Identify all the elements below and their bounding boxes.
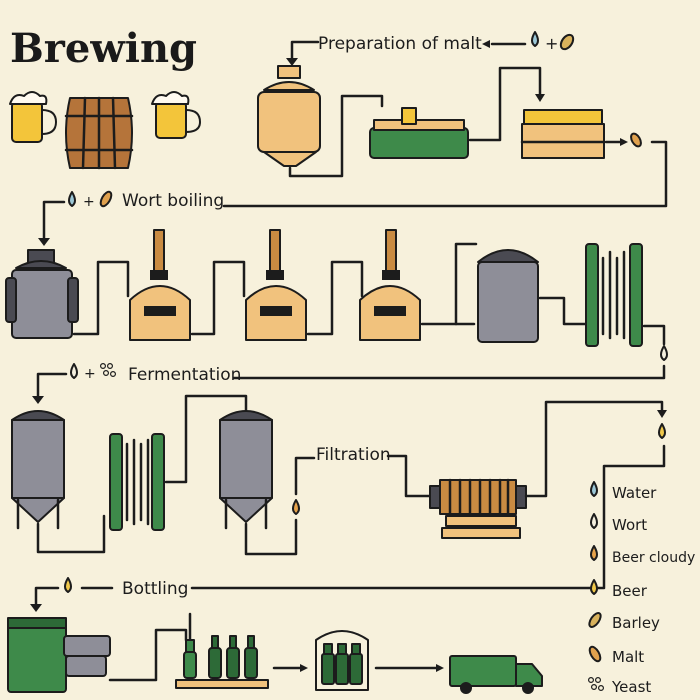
- flow-line: [538, 296, 588, 326]
- legend-item-beer: Beer: [590, 579, 648, 600]
- barley-grain-icon: [588, 612, 602, 628]
- flow-line: [244, 518, 298, 556]
- cloudy-beer-drop-icon: [292, 499, 300, 515]
- arrow-head-icon: [436, 664, 444, 672]
- arrow-head-icon: [482, 40, 490, 48]
- malt-grain-icon: [588, 645, 602, 663]
- arrow-head-icon: [620, 138, 628, 146]
- flow-line: [454, 242, 478, 326]
- step-label-wort: Wort boiling: [122, 191, 224, 211]
- flow-line: [288, 94, 384, 178]
- arrow-head-icon: [30, 604, 42, 612]
- kiln: [520, 109, 606, 159]
- steeping-tank: [257, 65, 321, 167]
- arrow-head-icon: [38, 238, 50, 246]
- filter-press: [429, 478, 527, 539]
- flow-line: [42, 200, 66, 242]
- malt-grain-icon: [99, 190, 113, 208]
- wort-drop-icon: [660, 345, 668, 361]
- step-label-fermentation: Fermentation: [128, 365, 241, 385]
- step-label-malt: Preparation of malt: [318, 34, 482, 54]
- delivery-truck-icon: [449, 655, 543, 694]
- flow-line: [386, 454, 434, 498]
- beer-drop-icon: [64, 577, 72, 593]
- wort-drop-icon: [70, 363, 78, 379]
- flow-line: [306, 260, 364, 336]
- legend-label: Wort: [612, 516, 647, 534]
- germination-bed: [369, 107, 469, 159]
- water-drop-icon: [590, 481, 598, 497]
- flow-line: [108, 628, 188, 682]
- bottle-filler: [175, 612, 269, 689]
- arrow-head-icon: [32, 396, 44, 404]
- yeast-icon: [587, 676, 604, 691]
- plus-sign: +: [84, 366, 96, 382]
- legend-item-barley: Barley: [588, 612, 660, 632]
- bottles: [208, 635, 258, 679]
- fermenter-tank-2: [219, 410, 273, 530]
- legend-item-wort: Wort: [590, 513, 647, 534]
- flow-line: [232, 364, 666, 380]
- beer-mug-icon: [151, 91, 201, 139]
- plate-cooler: [585, 243, 643, 347]
- flow-line: [36, 372, 68, 400]
- copper-kettle-1: [129, 229, 191, 341]
- copper-kettle-3: [359, 229, 421, 341]
- legend: Water Wort Beer cloudy Beer Barley Malt: [587, 481, 695, 696]
- flow-line: [34, 586, 60, 608]
- flow-line: [290, 40, 320, 64]
- copper-kettle-2: [245, 229, 307, 341]
- step-label-bottling: Bottling: [122, 579, 188, 599]
- legend-label: Beer cloudy: [612, 550, 695, 566]
- flow-line: [164, 394, 248, 484]
- bottle-crate: [315, 630, 369, 691]
- flow-line: [190, 444, 666, 590]
- flow-line: [642, 324, 666, 346]
- barley-grain-icon: [559, 33, 575, 51]
- beer-drop-icon: [658, 423, 666, 439]
- heat-exchanger: [109, 433, 165, 531]
- barrel-icon: [64, 96, 134, 170]
- wort-drop-icon: [590, 513, 598, 529]
- yeast-icon: [99, 363, 116, 378]
- water-drop-icon: [531, 31, 539, 47]
- bright-beer-tank: [7, 617, 111, 693]
- malt-grain-icon: [630, 132, 642, 148]
- water-drop-icon: [68, 191, 76, 207]
- beer-mug-icon: [9, 91, 57, 143]
- flow-line: [190, 260, 246, 336]
- cloudy-beer-drop-icon: [590, 545, 598, 561]
- arrow-head-icon: [300, 664, 308, 672]
- plus-sign: +: [545, 34, 558, 53]
- legend-item-beer-cloudy: Beer cloudy: [590, 545, 695, 566]
- arrow-head-icon: [286, 58, 298, 66]
- diagram-title: Brewing: [10, 25, 197, 72]
- legend-label: Beer: [612, 582, 648, 600]
- legend-item-yeast: Yeast: [587, 676, 651, 696]
- legend-label: Malt: [612, 648, 644, 666]
- beer-drop-icon: [590, 579, 598, 595]
- whirlpool-tank: [477, 249, 539, 343]
- step-label-filtration: Filtration: [316, 445, 391, 465]
- mash-tun: [5, 249, 79, 339]
- legend-item-water: Water: [590, 481, 657, 502]
- flow-line: [222, 140, 668, 208]
- plus-sign: +: [83, 194, 95, 210]
- flow-line: [72, 260, 130, 336]
- flow-line: [524, 400, 664, 498]
- legend-label: Water: [612, 484, 657, 502]
- flow-line: [468, 66, 542, 142]
- legend-item-malt: Malt: [588, 645, 644, 666]
- flow-line: [36, 514, 106, 554]
- arrow-head-icon: [535, 94, 545, 102]
- arrow-head-icon: [657, 410, 667, 418]
- fermenter-tank-1: [11, 410, 65, 530]
- flow-line: [294, 456, 316, 496]
- legend-label: Barley: [612, 614, 660, 632]
- legend-label: Yeast: [611, 678, 651, 696]
